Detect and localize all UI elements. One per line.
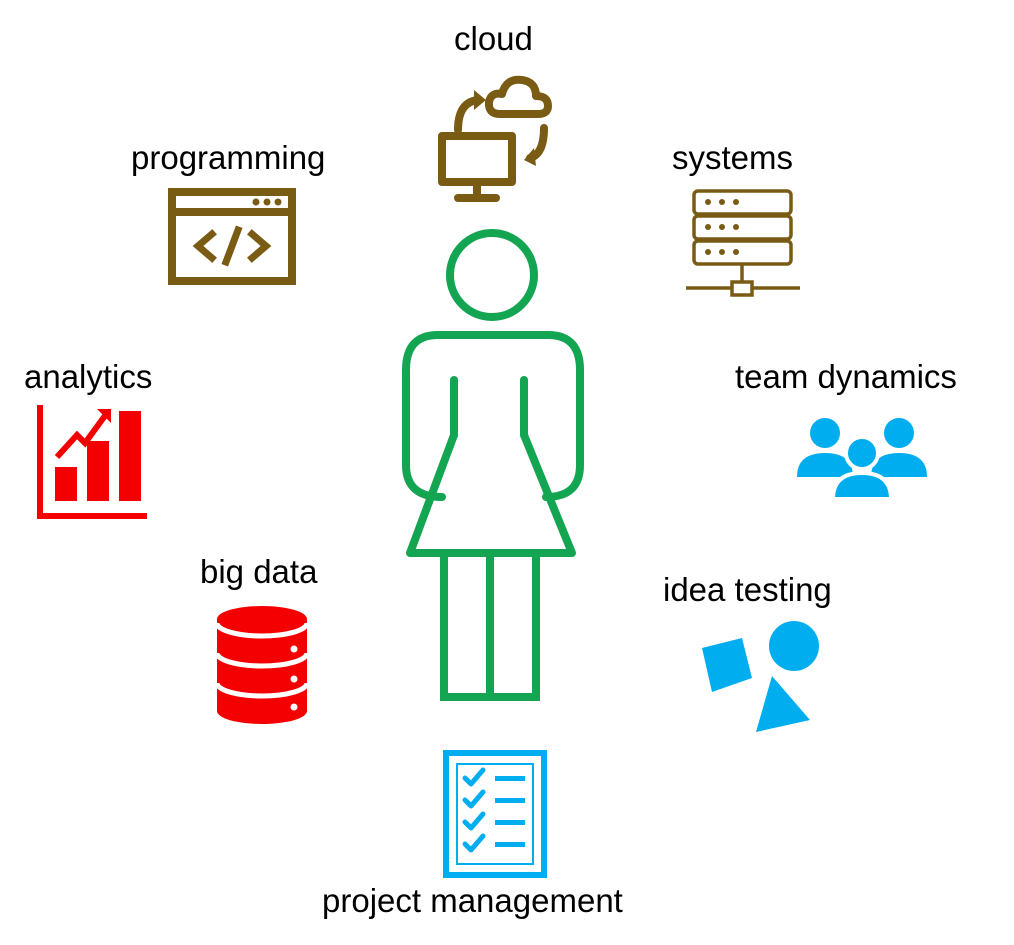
systems-label: systems — [672, 139, 794, 176]
big-data-label: big data — [200, 553, 318, 590]
analytics-label: analytics — [24, 358, 153, 395]
woman-figure-icon — [400, 225, 590, 705]
checklist-icon — [443, 750, 547, 878]
server-rack-icon — [686, 188, 800, 298]
people-group-icon — [795, 415, 929, 501]
code-window-icon — [168, 188, 296, 285]
idea-testing-label: idea testing — [663, 571, 832, 608]
bar-chart-growth-icon — [37, 405, 149, 521]
cloud-label: cloud — [454, 20, 533, 57]
database-icon — [214, 605, 310, 725]
programming-label: programming — [131, 139, 326, 176]
shapes-icon — [700, 620, 820, 735]
team-dynamics-label: team dynamics — [735, 358, 957, 395]
project-management-label: project management — [322, 882, 623, 919]
cloud-computer-sync-icon — [436, 74, 571, 206]
